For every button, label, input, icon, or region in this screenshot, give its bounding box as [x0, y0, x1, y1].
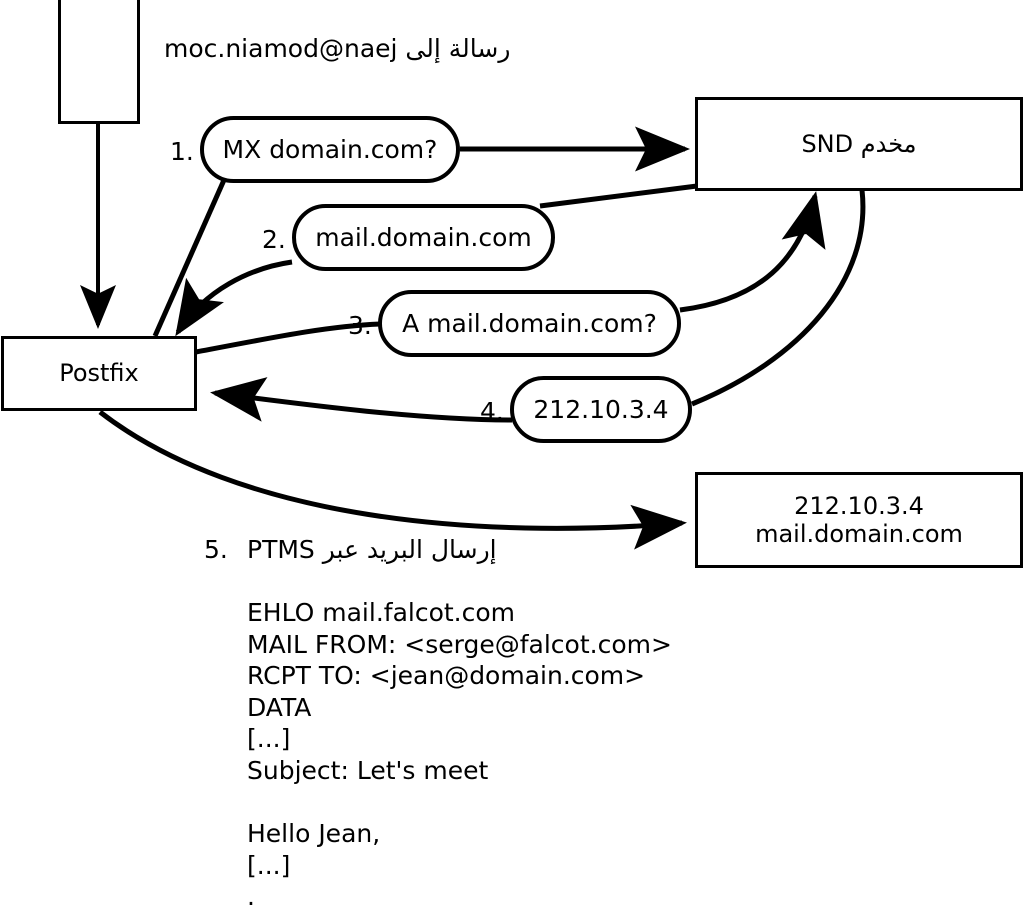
step-4-bubble[interactable]: 212.10.3.4: [510, 376, 692, 443]
step-5-number: 5.: [204, 535, 228, 564]
step-3-label: A mail.domain.com?: [402, 309, 657, 338]
mail-server-node[interactable]: 212.10.3.4 mail.domain.com: [695, 472, 1023, 568]
step-1-label: MX domain.com?: [222, 135, 438, 164]
postfix-node-label: Postfix: [59, 359, 139, 388]
step-2-bubble[interactable]: mail.domain.com: [292, 204, 555, 271]
mail-server-host-label: mail.domain.com: [755, 520, 963, 548]
connector-postfix-to-step3: [195, 321, 381, 355]
connector-postfix-to-mailserver: [98, 410, 687, 550]
step-2-label: mail.domain.com: [315, 223, 532, 252]
connector-dns-to-step2: [539, 183, 698, 209]
message-caption: رسالة إلى jean@domain.com: [164, 34, 511, 63]
postfix-node[interactable]: Postfix: [1, 336, 197, 411]
mail-server-ip-label: 212.10.3.4: [794, 491, 924, 520]
step-4-number: 4.: [480, 397, 504, 426]
step-2-number: 2.: [262, 225, 286, 254]
step-3-number: 3.: [348, 311, 372, 340]
connector-step2-to-postfix: [175, 259, 293, 337]
step-5-label: إرسال البريد عبر SMTP: [247, 535, 497, 564]
connector-step3-to-dns: [679, 191, 826, 313]
step-1-number: 1.: [170, 137, 194, 166]
step-4-label: 212.10.3.4: [533, 395, 669, 424]
connector-step4-to-postfix: [210, 377, 513, 423]
dns-server-node-label: مخدم DNS: [801, 129, 917, 158]
step-1-bubble[interactable]: MX domain.com?: [200, 116, 460, 183]
client-node[interactable]: [58, 0, 140, 124]
smtp-transcript: EHLO mail.falcot.com MAIL FROM: <serge@f…: [247, 598, 672, 912]
step-3-bubble[interactable]: A mail.domain.com?: [378, 290, 681, 357]
dns-server-node[interactable]: مخدم DNS: [695, 97, 1023, 191]
connector-step1-tail: [152, 178, 227, 338]
connector-dns-to-step4: [691, 189, 866, 407]
